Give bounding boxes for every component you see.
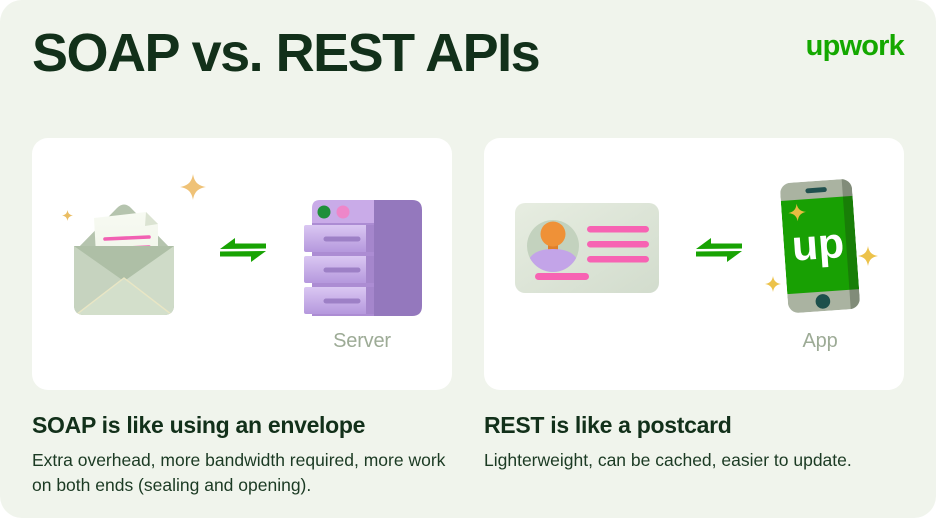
sparkle-icon	[788, 203, 806, 222]
envelope-icon	[74, 204, 174, 315]
page-title: SOAP vs. REST APIs	[32, 23, 541, 83]
phone-up-logo: up	[790, 219, 846, 271]
sparkle-icon	[62, 210, 73, 221]
sparkle-icon	[180, 174, 206, 200]
sparkle-icon	[858, 246, 878, 266]
exchange-arrows-icon	[220, 238, 266, 262]
soap-heading: SOAP is like using an envelope	[32, 412, 366, 438]
upwork-logo: upwork	[805, 30, 905, 62]
soap-column: Server SOAP is like using an envelope Ex…	[32, 138, 452, 499]
exchange-arrows-icon	[696, 238, 742, 262]
rest-description: Lighterweight, can be cached, easier to …	[484, 450, 852, 470]
app-label: App	[802, 330, 838, 352]
server-icon	[304, 200, 422, 316]
rest-column: up App REST is like a postcard Lighterwe…	[484, 138, 904, 499]
postcard-icon	[515, 203, 659, 293]
header: SOAP vs. REST APIs upwork	[0, 0, 936, 80]
soap-card: Server	[32, 138, 452, 390]
soap-description: Extra overhead, more bandwidth required,…	[32, 450, 446, 496]
phone-icon: up	[779, 178, 861, 314]
sparkle-icon	[765, 276, 781, 292]
rest-card: up App	[484, 138, 904, 390]
rest-heading: REST is like a postcard	[484, 412, 732, 438]
comparison-columns: Server SOAP is like using an envelope Ex…	[0, 138, 936, 499]
server-label: Server	[333, 330, 391, 352]
